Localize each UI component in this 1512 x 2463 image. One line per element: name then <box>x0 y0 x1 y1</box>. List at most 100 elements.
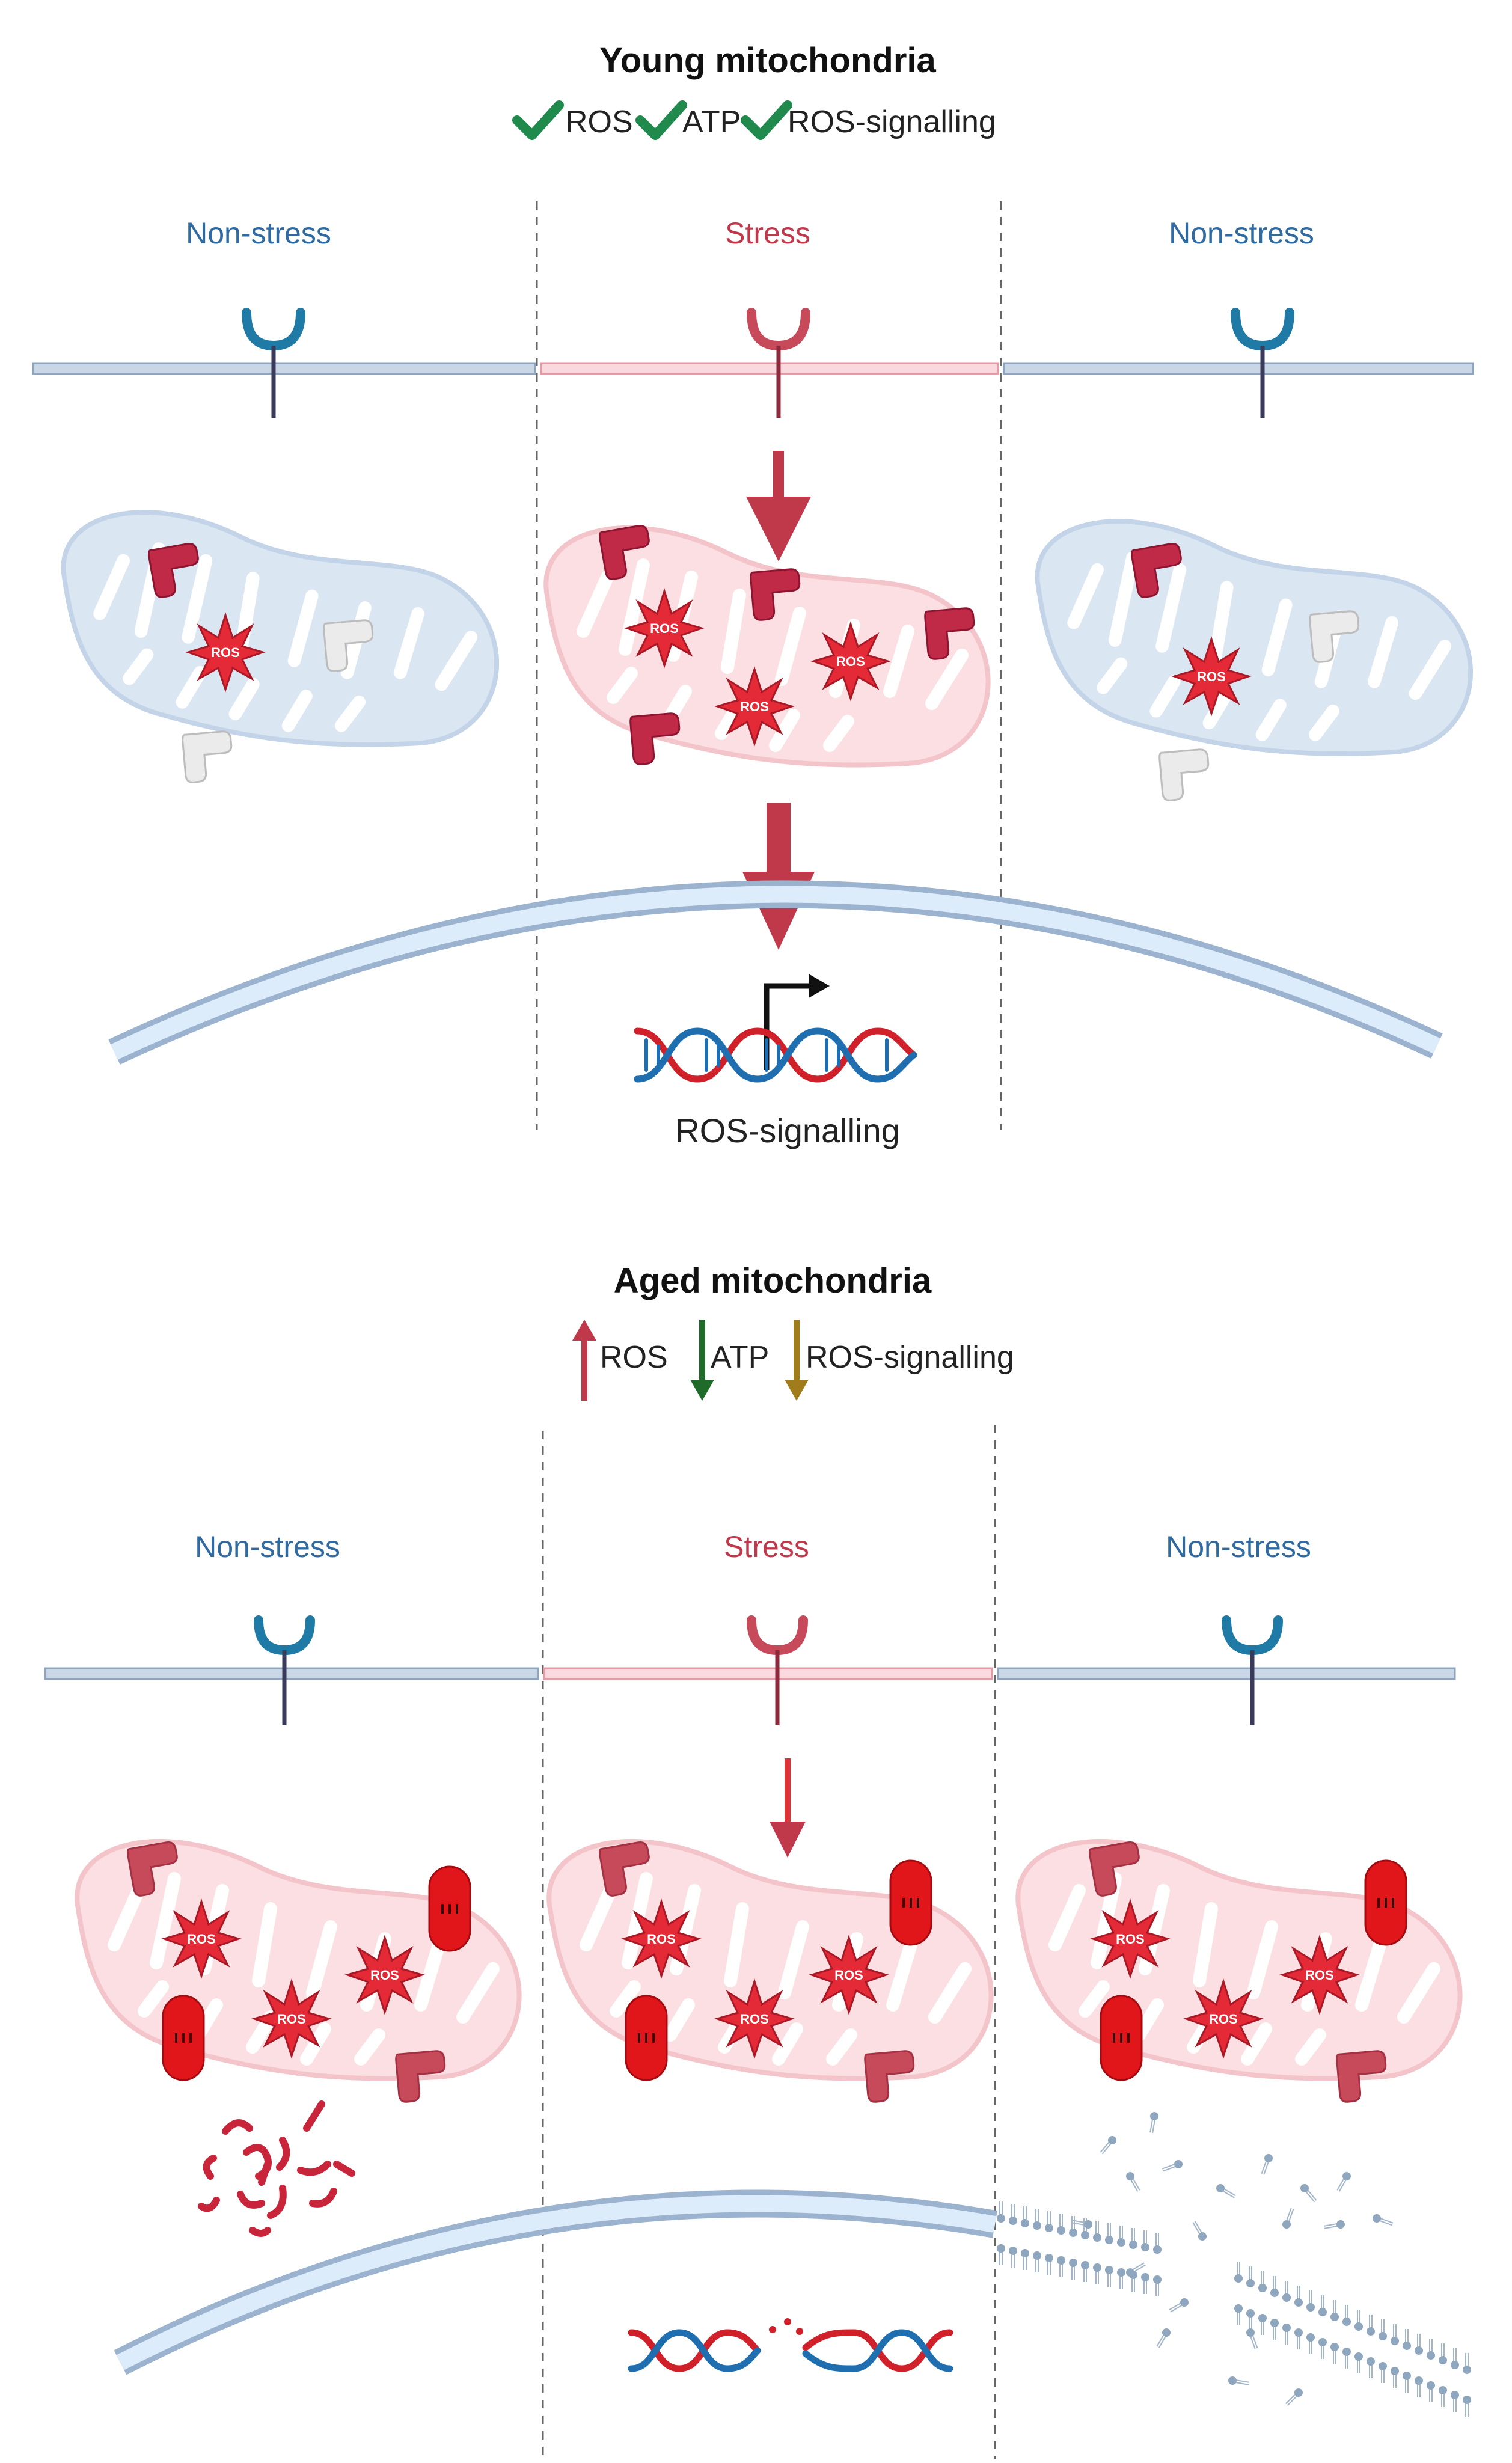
lipid-molecule <box>1009 2204 1017 2225</box>
plasma-membrane <box>44 1667 1456 1680</box>
ros-icon: ROS <box>812 623 889 700</box>
lipid-molecule <box>1081 2261 1089 2282</box>
aged-panel-label-left: Non-stress <box>195 1530 340 1564</box>
lipid-molecule <box>1216 2184 1236 2198</box>
lipid-molecule <box>1451 2348 1459 2369</box>
nuclear-envelope <box>114 2189 997 2375</box>
receptor-icon <box>242 308 305 418</box>
lipid-molecule <box>1141 2230 1149 2251</box>
lipid-molecule <box>1318 2295 1327 2316</box>
lipid-molecule <box>1258 2271 1267 2292</box>
lipid-molecule <box>1021 2249 1029 2270</box>
lipid-molecule <box>1153 2233 1162 2254</box>
aged-legend-signalling: ROS-signalling <box>806 1340 1014 1375</box>
lipid-molecule <box>1427 2381 1435 2402</box>
lipid-molecule <box>1162 2160 1183 2172</box>
aged-panel-label-middle: Stress <box>724 1530 809 1564</box>
lipid-molecule <box>1270 2319 1279 2340</box>
ros-icon: ROS <box>626 590 703 667</box>
ros-icon: ROS <box>810 1936 887 2013</box>
lipid-molecule <box>1415 2334 1423 2355</box>
svg-text:ROS: ROS <box>211 645 240 660</box>
lipid-molecule <box>1228 2376 1250 2385</box>
lipid-molecule <box>1234 2262 1243 2283</box>
lipid-molecule <box>1045 2254 1053 2275</box>
lipid-molecule <box>1071 2220 1092 2229</box>
lipid-molecule <box>1285 2388 1303 2406</box>
lipid-molecule <box>1192 2221 1207 2241</box>
lipid-molecule <box>997 2201 1005 2223</box>
lipid-molecule <box>1126 2172 1140 2192</box>
lipid-molecule <box>1069 2216 1077 2237</box>
lipid-molecule <box>1379 2362 1387 2383</box>
down-arrow-icon <box>785 1320 809 1401</box>
lipid-molecule <box>1342 2305 1351 2326</box>
lipid-molecule <box>1100 2136 1116 2155</box>
ros-icon: ROS <box>1092 1900 1169 1977</box>
receptor-icon <box>747 308 810 418</box>
lipid-molecule <box>1093 2221 1101 2242</box>
lipid-molecule <box>1141 2273 1149 2294</box>
young-title: Young mitochondria <box>599 41 936 80</box>
svg-text:ROS: ROS <box>834 1968 863 1983</box>
young-legend-ros: ROS <box>565 105 633 139</box>
svg-text:ROS: ROS <box>277 2012 306 2027</box>
receptor-icon <box>747 1615 808 1725</box>
lipid-molecule <box>1105 2266 1113 2287</box>
ros-icon: ROS <box>1281 1936 1358 2013</box>
aged-legend-ros: ROS <box>600 1340 668 1375</box>
complex-iii-icon <box>889 1859 932 1946</box>
lipid-molecule <box>1258 2314 1267 2335</box>
signal-arrow <box>742 803 815 950</box>
lipid-molecule <box>1300 2184 1317 2203</box>
lipid-molecule <box>1373 2214 1394 2226</box>
lipid-molecule <box>1463 2353 1471 2374</box>
lipid-molecule <box>1463 2396 1471 2417</box>
lipid-molecule <box>1379 2319 1387 2340</box>
svg-text:ROS: ROS <box>740 2012 769 2027</box>
lipid-molecule <box>1117 2268 1125 2289</box>
lipid-molecule <box>1117 2226 1125 2247</box>
young-caption: ROS-signalling <box>675 1112 900 1149</box>
lipid-molecule <box>1282 2324 1291 2345</box>
young-legend-atp: ATP <box>682 105 741 139</box>
lipid-molecule <box>1336 2172 1351 2192</box>
lipid-molecule <box>1045 2211 1053 2232</box>
ros-icon: ROS <box>187 614 264 691</box>
svg-text:ROS: ROS <box>370 1968 399 1983</box>
receptor-icon <box>254 1615 315 1725</box>
complex-iii-icon <box>162 1995 205 2081</box>
lipid-molecule <box>1261 2154 1273 2175</box>
lipid-molecule <box>1246 2328 1258 2349</box>
svg-text:ROS: ROS <box>187 1932 216 1947</box>
mitochondrion <box>64 512 497 745</box>
lipid-molecule <box>1270 2276 1279 2297</box>
svg-text:ROS: ROS <box>740 699 769 714</box>
transcription-start-icon <box>809 974 830 998</box>
lipid-molecule <box>1282 2208 1294 2229</box>
lipid-molecule <box>1156 2328 1171 2348</box>
svg-text:ROS: ROS <box>836 654 865 669</box>
aged-legend: ROS ATP ROS-signalling <box>572 1320 1014 1401</box>
lipid-molecule <box>1367 2357 1375 2378</box>
ros-icon: ROS <box>1185 1980 1262 2057</box>
young-legend: ROS ATP ROS-signalling <box>512 100 996 140</box>
lipid-molecule <box>1294 2286 1303 2307</box>
lipid-molecule <box>1354 2352 1363 2373</box>
lipid-molecule <box>1282 2281 1291 2302</box>
lipid-molecule <box>1403 2329 1411 2350</box>
plasma-membrane <box>32 362 1474 375</box>
lipid-molecule <box>1342 2348 1351 2369</box>
lipid-molecule <box>1246 2309 1255 2330</box>
lipid-molecule <box>1391 2367 1399 2388</box>
ros-icon: ROS <box>346 1936 423 2013</box>
lipid-molecule <box>1415 2376 1423 2397</box>
aged-legend-atp: ATP <box>711 1340 769 1375</box>
young-panel-label-right: Non-stress <box>1169 216 1314 250</box>
lipid-molecule <box>1234 2304 1243 2325</box>
check-icon <box>512 100 564 140</box>
lipid-molecule <box>1169 2298 1189 2313</box>
svg-text:ROS: ROS <box>1116 1932 1145 1947</box>
damaged-dna-icon <box>628 2318 953 2372</box>
